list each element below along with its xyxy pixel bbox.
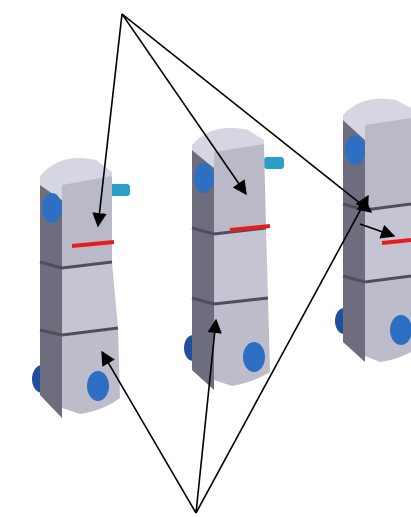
seam-line xyxy=(191,226,215,236)
front-pin-top xyxy=(345,135,365,165)
arrow-to-right-upper xyxy=(121,13,373,213)
front-pin-top xyxy=(42,193,62,223)
arrow-to-left-center xyxy=(92,13,123,228)
center-mark xyxy=(71,240,115,248)
body-depth-face xyxy=(343,120,365,362)
body-lower-front xyxy=(214,298,270,386)
front-pin-bottom xyxy=(390,315,411,345)
seam-line xyxy=(213,296,269,306)
link-part-right xyxy=(335,98,411,362)
seam-line xyxy=(342,274,366,284)
link-part-center xyxy=(184,127,284,390)
seam-line xyxy=(61,326,119,337)
arrow-to-center-lower xyxy=(195,318,222,514)
arrow-to-center-center xyxy=(121,13,247,196)
seam-line xyxy=(61,260,113,270)
side-stub xyxy=(264,157,284,169)
body-upper-front xyxy=(365,118,411,210)
center-mark xyxy=(229,224,271,232)
front-pin-bottom xyxy=(243,342,265,372)
center-mark xyxy=(381,238,411,245)
front-pin-bottom xyxy=(87,371,109,401)
arrow-to-left-lower xyxy=(101,350,197,514)
side-stub xyxy=(108,184,130,196)
body-lower-front xyxy=(62,328,120,414)
seam-line xyxy=(39,260,63,270)
arrow-right-center-mark xyxy=(359,223,396,239)
link-part-left xyxy=(32,158,130,418)
bottom-arrow-group xyxy=(101,194,369,514)
seam-line xyxy=(39,328,63,337)
front-pin-top xyxy=(194,163,214,193)
body-depth-face xyxy=(40,185,62,418)
seam-line xyxy=(364,202,411,212)
seam-line xyxy=(364,274,411,284)
body-mid-front xyxy=(214,228,268,304)
arrow-to-right-center xyxy=(195,194,369,514)
top-arrow-group xyxy=(92,13,373,228)
body-upper-front xyxy=(62,176,112,268)
seam-line xyxy=(191,296,215,306)
body-mid-front xyxy=(62,262,118,335)
